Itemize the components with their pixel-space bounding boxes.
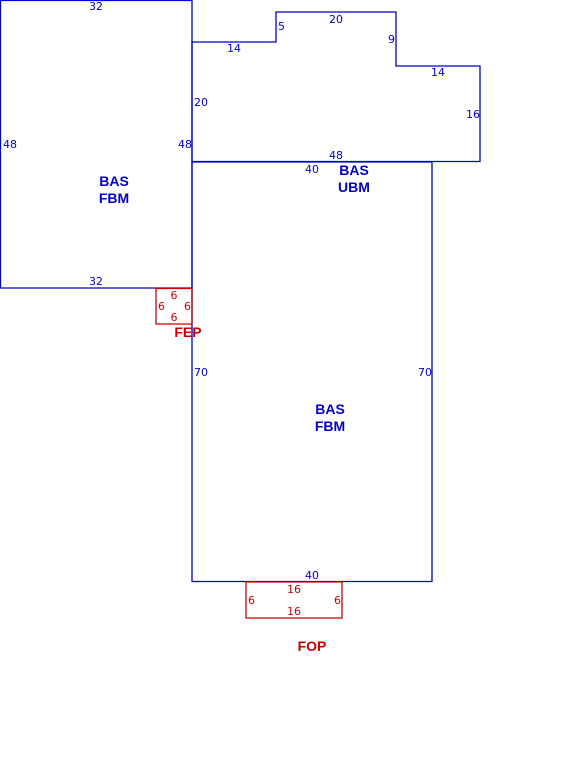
section-label: FOP [298,638,327,654]
dimension-left: 48 [3,138,17,151]
section-label-line-1: BAS [315,401,345,417]
section-bas-fbm-left: 32 48 48 32 BAS FBM [0,0,193,289]
dimension-bottom: 6 [171,311,178,324]
dimension-segment-7: 48 [329,149,343,162]
section-label: FEP [174,324,201,340]
dimension-left: 6 [248,594,255,607]
dimension-right: 70 [418,366,432,379]
section-outline [245,581,343,619]
dimension-segment-4: 9 [388,33,395,46]
dimension-left: 6 [158,300,165,313]
dimension-segment-6: 16 [466,108,480,121]
dimension-segment-1: 14 [227,42,241,55]
section-label-line-2: UBM [338,179,370,195]
dimension-top: 40 [305,163,319,176]
dimension-bottom: 32 [89,275,103,288]
dimension-segment-8: 20 [194,96,208,109]
dimension-bottom: 40 [305,569,319,582]
section-bas-ubm: 14 5 20 9 14 16 48 20 BAS UBM [191,11,481,195]
section-outline [0,0,193,289]
section-label-line-1: BAS [99,173,129,189]
dimension-segment-3: 20 [329,13,343,26]
dimension-left: 70 [194,366,208,379]
dimension-bottom: 16 [287,605,301,618]
dimension-top: 32 [89,0,103,13]
dimension-segment-2: 5 [278,20,285,33]
dimension-right: 6 [334,594,341,607]
dimension-top: 16 [287,583,301,596]
section-outline [155,287,193,325]
dimension-top: 6 [171,289,178,302]
section-label-line-1: BAS [339,162,369,178]
dimension-segment-5: 14 [431,66,445,79]
section-label-line-2: FBM [315,418,345,434]
section-fep: 6 6 6 6 FEP [155,287,202,340]
section-bas-fbm-main: 40 70 70 40 BAS FBM [191,161,433,583]
dimension-right: 48 [178,138,192,151]
section-label-line-2: FBM [99,190,129,206]
section-fop: 16 6 6 16 FOP [245,581,343,654]
section-outline [191,161,433,583]
dimension-right: 6 [184,300,191,313]
section-outline [191,11,481,163]
